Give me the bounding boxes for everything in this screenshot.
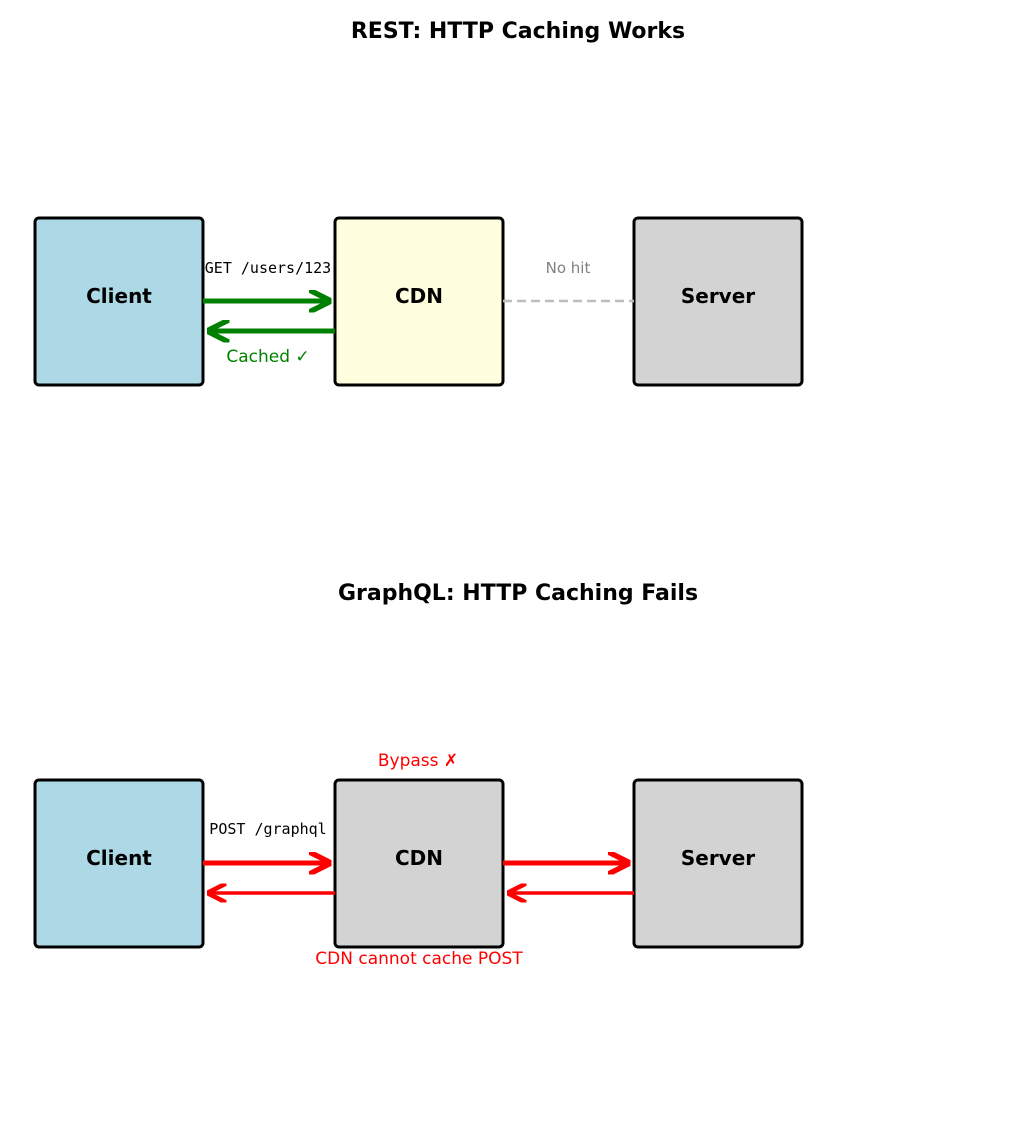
rest-section: REST: HTTP Caching Works Client CDN Serv…	[33, 19, 804, 387]
rest-cached-label: Cached ✓	[226, 347, 309, 367]
graphql-server-box	[632, 778, 804, 949]
graphql-no-cache-label: CDN cannot cache POST	[315, 949, 523, 969]
graphql-section: GraphQL: HTTP Caching Fails Client CDN S…	[33, 581, 804, 969]
graphql-title: GraphQL: HTTP Caching Fails	[338, 581, 698, 606]
graphql-client-label: Client	[86, 846, 152, 870]
graphql-request-label: POST /graphql	[209, 820, 326, 838]
graphql-cdn-node: CDN	[333, 778, 505, 949]
rest-cdn-label: CDN	[395, 284, 443, 308]
rest-client-label: Client	[86, 284, 152, 308]
graphql-server-label: Server	[681, 846, 755, 870]
graphql-bypass-label: Bypass ✗	[378, 751, 458, 771]
rest-no-hit-label: No hit	[546, 259, 591, 277]
rest-server-label: Server	[681, 284, 755, 308]
graphql-client-node: Client	[33, 778, 205, 949]
rest-client-node: Client	[33, 216, 205, 387]
rest-cdn-node: CDN	[333, 216, 505, 387]
graphql-cdn-label: CDN	[395, 846, 443, 870]
rest-server-node: Server	[632, 216, 804, 387]
graphql-server-node: Server	[632, 778, 804, 949]
rest-request-label: GET /users/123	[205, 259, 331, 277]
rest-title: REST: HTTP Caching Works	[351, 19, 685, 44]
